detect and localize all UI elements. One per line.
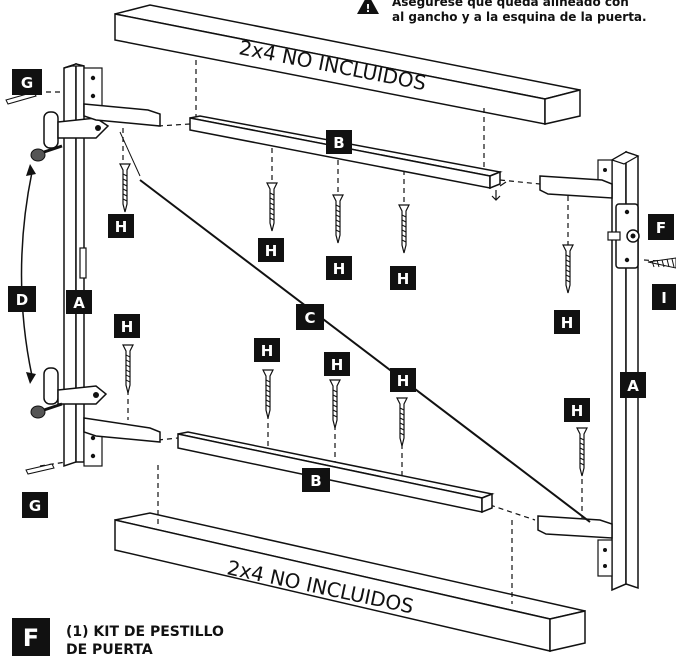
alignment-lines [28,60,676,604]
svg-text:F: F [656,219,666,237]
svg-text:B: B [310,472,321,490]
label-h-3: H [326,256,352,280]
bottom-hinge [30,367,108,419]
warning-line-1: Asegúrese que queda alineado con [392,0,629,9]
svg-text:G: G [21,74,33,92]
label-h-10: H [564,398,590,422]
svg-text:I: I [661,289,667,307]
warning-note: ! Asegúrese que queda alineado con al ga… [357,0,647,24]
bottom-2x4-board: 2x4 NO INCLUIDOS [114,512,586,652]
svg-text:C: C [304,309,315,327]
screws-h [119,163,588,477]
label-h-5: H [554,310,580,334]
svg-text:H: H [397,270,410,288]
legend-line-1: (1) KIT DE PESTILLO [66,624,224,640]
label-h-2: H [258,238,284,262]
left-post [63,62,103,468]
warning-line-2: al gancho y a la esquina de la puerta. [392,10,647,24]
label-a-left: A [66,290,92,314]
gate-latch [607,203,640,269]
svg-text:H: H [265,242,278,260]
label-i: I [652,284,676,310]
svg-text:H: H [115,218,128,236]
diagonal-cable [139,179,591,523]
screw-i [647,257,676,269]
left-brackets [83,103,161,443]
svg-text:!: ! [365,2,370,15]
top-rail-b [189,115,507,201]
screw-g-bottom [25,463,55,475]
label-g-top: G [12,69,42,95]
label-h-1: H [108,214,134,238]
right-brackets [537,175,613,539]
svg-text:H: H [561,314,574,332]
label-h-9: H [390,368,416,392]
svg-text:D: D [16,291,28,309]
label-d: D [8,286,36,312]
svg-text:H: H [397,372,410,390]
label-f-right: F [648,214,674,240]
label-h-7: H [254,338,280,362]
legend: F (1) KIT DE PESTILLO DE PUERTA [12,618,224,658]
svg-text:B: B [333,134,344,152]
svg-text:H: H [121,318,134,336]
svg-text:G: G [29,497,41,515]
legend-letter-box [12,618,50,656]
legend-line-2: DE PUERTA [66,642,153,658]
svg-text:H: H [333,260,346,278]
label-c: C [296,304,324,330]
svg-text:H: H [571,402,584,420]
label-h-4: H [390,266,416,290]
label-h-8: H [324,352,350,376]
svg-text:A: A [73,294,85,312]
label-g-bottom: G [22,492,48,518]
legend-letter: F [23,624,39,652]
warning-icon [357,0,379,14]
top-hinge [30,111,110,162]
label-b-top: B [326,130,352,154]
svg-text:H: H [331,356,344,374]
svg-text:H: H [261,342,274,360]
label-a-right: A [620,372,646,398]
svg-text:A: A [627,377,639,395]
d-dimension-arrow [20,164,36,384]
label-b-bottom: B [302,468,330,492]
label-h-6: H [114,314,140,338]
